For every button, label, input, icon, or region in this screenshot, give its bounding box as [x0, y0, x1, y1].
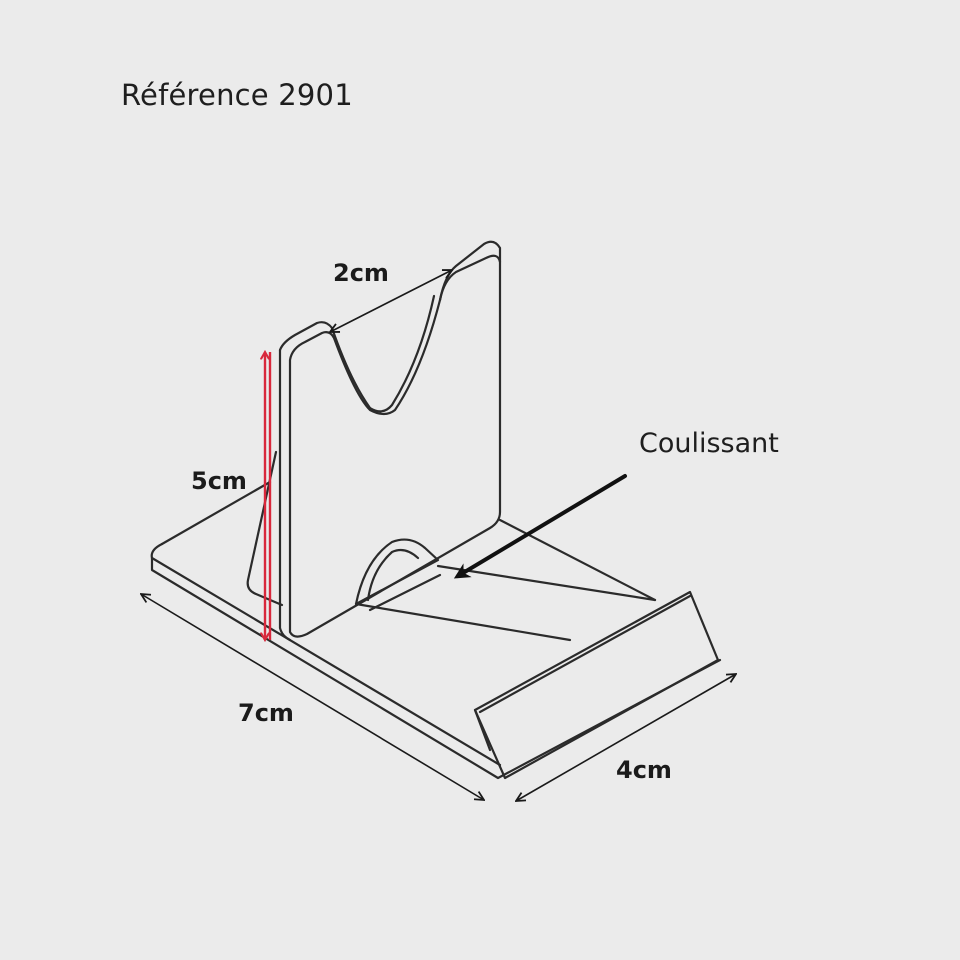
dimension-label-2cm: 2cm: [333, 259, 389, 287]
dimension-arrow-2cm: [330, 270, 452, 332]
slider: [354, 538, 657, 642]
coulissant-arrow-icon: [453, 474, 627, 579]
front-lip: [473, 590, 720, 780]
dimension-label-7cm: 7cm: [238, 699, 294, 727]
dimension-arrow-4cm: [516, 674, 736, 801]
dimension-label-5cm: 5cm: [191, 467, 247, 495]
base-plate: [150, 480, 722, 780]
coulissant-label: Coulissant: [639, 428, 779, 459]
reference-title: Référence 2901: [121, 78, 353, 112]
dimension-arrow-7cm: [141, 594, 484, 800]
height-arrow-5cm: [265, 352, 272, 640]
dimension-label-4cm: 4cm: [616, 756, 672, 784]
